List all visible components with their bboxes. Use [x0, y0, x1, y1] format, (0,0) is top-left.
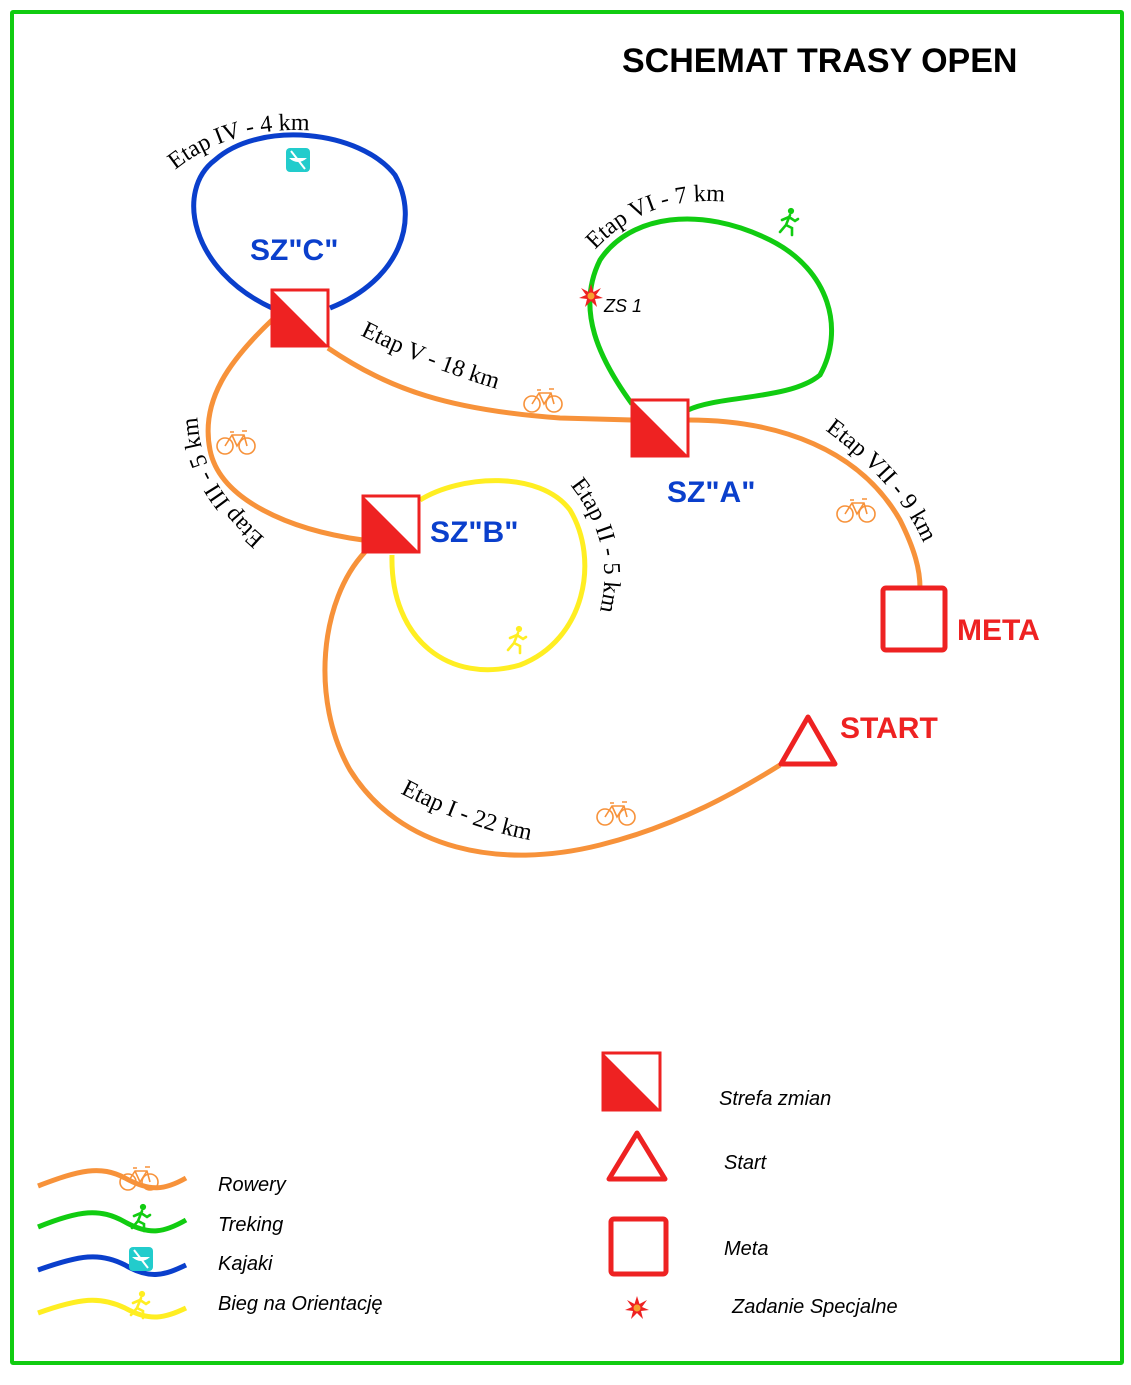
route-etap2-orienteering: [389, 478, 588, 673]
finish-label: META: [957, 614, 1040, 647]
kayak-icon: [285, 147, 311, 173]
start-triangle-icon: [606, 1130, 668, 1182]
legend-line-trek: [37, 1210, 188, 1234]
legend-label-rowery: Rowery: [218, 1174, 287, 1196]
legend-line-bike: [37, 1168, 188, 1191]
bicycle-icon: [836, 498, 876, 523]
legend-label-meta: Meta: [724, 1238, 768, 1260]
route-etap7-bike: [687, 417, 923, 589]
legend-label-start: Start: [724, 1152, 768, 1174]
stage-label-etap7: Etap VII - 9 km: [822, 414, 942, 546]
route-etap5-bike: [326, 345, 633, 423]
finish-square-icon: [880, 585, 948, 653]
stage-label-etap3: Etap III - 5 km: [177, 416, 269, 553]
route-etap3-bike: [205, 318, 364, 543]
transition-zone-c: [270, 288, 330, 348]
zone-label-c: SZ"C": [250, 234, 338, 267]
legend-line-orienteering: [37, 1297, 188, 1320]
legend-label-strefa: Strefa zmian: [719, 1088, 831, 1110]
route-etap4-kayak: [191, 132, 408, 311]
zone-label-b: SZ"B": [430, 516, 518, 549]
start-label: START: [840, 712, 938, 745]
route-etap1-bike: [322, 550, 782, 858]
kayak-icon: [128, 1246, 154, 1272]
transition-zone-b: [361, 494, 421, 554]
special-task-star-icon: [625, 1296, 649, 1319]
zone-label-a: SZ"A": [667, 476, 755, 509]
legend-symbols: Strefa zmian Start Meta Zadanie Specjaln…: [601, 1051, 898, 1319]
hiker-icon: [778, 207, 800, 237]
map-title: SCHEMAT TRASY OPEN: [622, 42, 1017, 80]
transition-zone-icon: [601, 1051, 662, 1112]
transition-zone-a: [630, 398, 690, 458]
stage-label-etap2: Etap II - 5 km: [565, 473, 624, 615]
legend-line-kayak: [37, 1254, 188, 1277]
legend-disciplines: Rowery Treking Kajaki Bieg na Orientację: [37, 1166, 383, 1320]
stage-label-etap5: Etap V - 18 km: [357, 317, 503, 395]
bicycle-icon: [216, 430, 256, 455]
legend-label-zadanie: Zadanie Specjalne: [731, 1296, 898, 1318]
legend-label-treking: Treking: [218, 1214, 283, 1236]
legend-label-kajaki: Kajaki: [218, 1253, 273, 1275]
runner-icon: [506, 625, 528, 655]
bicycle-icon: [523, 388, 563, 413]
bicycle-icon: [596, 801, 636, 826]
start-triangle-icon: [778, 714, 838, 767]
finish-square-icon: [608, 1216, 669, 1277]
legend-label-bieg: Bieg na Orientację: [218, 1293, 383, 1315]
stage-label-etap1: Etap I - 22 km: [397, 775, 534, 846]
map-border: [10, 10, 1124, 1365]
special-task-label: ZS 1: [603, 296, 642, 316]
